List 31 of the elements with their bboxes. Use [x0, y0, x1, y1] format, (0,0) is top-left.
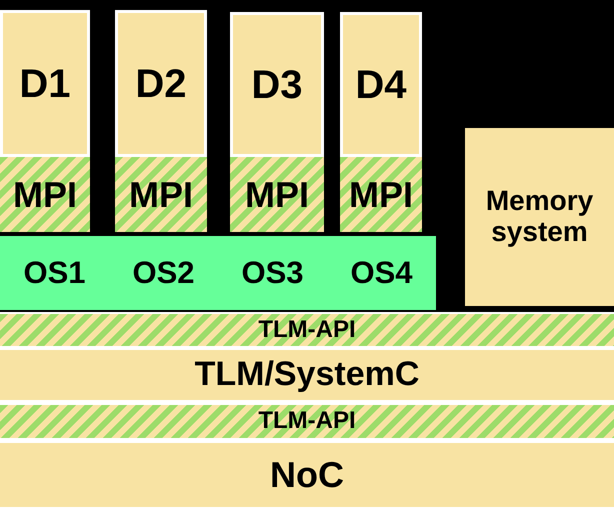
layer-label: OS4: [350, 256, 413, 290]
layer-label: Memory system: [484, 186, 594, 248]
layer-band: [0, 314, 614, 346]
layer-band: [0, 236, 436, 310]
layer-label: OS2: [132, 256, 195, 290]
layer-label: D4: [355, 62, 407, 106]
mpi-layer: [230, 157, 324, 232]
layer-label: D3: [251, 62, 303, 106]
layer-label: OS1: [23, 256, 86, 290]
layer-label: MPI: [348, 174, 413, 214]
layer-label: MPI: [128, 174, 193, 214]
layer-label: MPI: [244, 174, 309, 214]
layer-label: D2: [135, 62, 187, 106]
task-box: [115, 10, 207, 157]
task-box: [340, 12, 422, 157]
layer-label: TLM/SystemC: [194, 356, 420, 394]
layer-label: TLM-API: [258, 408, 356, 435]
task-box: [230, 12, 324, 157]
memory-box: [465, 128, 614, 306]
layer-label: OS3: [241, 256, 304, 290]
layer-band: [0, 405, 614, 438]
layer-label: TLM-API: [258, 316, 356, 344]
mpi-layer: [340, 157, 422, 232]
layer-label: MPI: [12, 174, 77, 214]
mpi-layer: [115, 157, 207, 232]
layer-band: [0, 350, 614, 400]
layer-label: NoC: [270, 455, 344, 495]
task-box: [0, 10, 90, 157]
mpi-layer: [0, 157, 90, 232]
layer-label: D1: [19, 62, 71, 106]
layer-band: [0, 443, 614, 507]
